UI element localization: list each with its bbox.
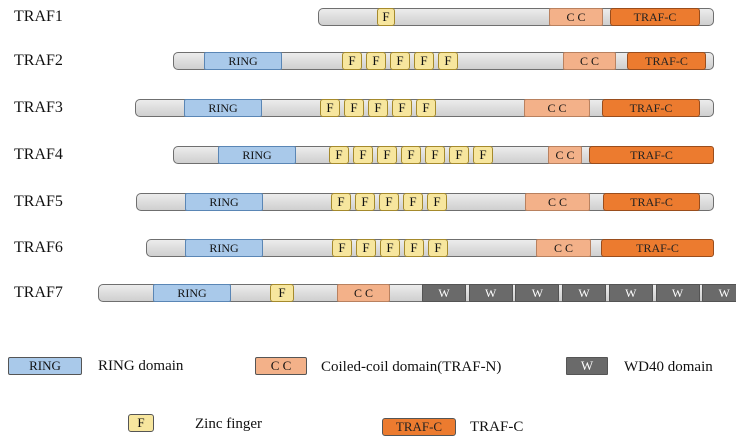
legend-ring-label: RING domain: [98, 358, 184, 374]
zinc-finger-domain: F: [342, 52, 362, 70]
row-label-traf4: TRAF4: [14, 146, 63, 163]
ring-domain: RING: [204, 52, 282, 70]
ring-domain: RING: [185, 239, 263, 257]
wd40-repeat: W: [655, 284, 700, 302]
legend-wd40-label: WD40 domain: [624, 359, 713, 375]
zinc-finger-domain: F: [377, 8, 395, 26]
zinc-finger-domain: F: [331, 193, 351, 211]
coiled-coil-domain: C C: [337, 284, 390, 302]
legend-traf-c-swatch: TRAF-C: [382, 418, 456, 436]
zinc-finger-domain: F: [270, 284, 294, 302]
row-label-traf6: TRAF6: [14, 239, 63, 256]
traf-c-domain: TRAF-C: [610, 8, 700, 26]
zinc-finger-domain: F: [425, 146, 445, 164]
zinc-finger-domain: F: [404, 239, 424, 257]
zinc-finger-domain: F: [392, 99, 412, 117]
zinc-finger-domain: F: [332, 239, 352, 257]
zinc-finger-domain: F: [438, 52, 458, 70]
zinc-finger-domain: F: [368, 99, 388, 117]
wd40-repeat: W: [515, 284, 560, 302]
zinc-finger-domain: F: [414, 52, 434, 70]
traf-c-domain: TRAF-C: [602, 99, 700, 117]
zinc-finger-domain: F: [377, 146, 397, 164]
wd40-repeat: W: [562, 284, 607, 302]
zinc-finger-domain: F: [427, 193, 447, 211]
zinc-finger-domain: F: [320, 99, 340, 117]
zinc-finger-domain: F: [355, 193, 375, 211]
legend-zinc-finger-swatch: F: [128, 414, 154, 432]
ring-domain: RING: [218, 146, 296, 164]
coiled-coil-domain: C C: [525, 193, 590, 211]
zinc-finger-domain: F: [380, 239, 400, 257]
traf-c-domain: TRAF-C: [627, 52, 706, 70]
row-label-traf1: TRAF1: [14, 8, 63, 25]
legend-cc-label: Coiled-coil domain(TRAF-N): [321, 359, 502, 375]
traf-c-domain: TRAF-C: [601, 239, 714, 257]
zinc-finger-domain: F: [428, 239, 448, 257]
zinc-finger-domain: F: [449, 146, 469, 164]
zinc-finger-domain: F: [401, 146, 421, 164]
legend-cc-swatch: C C: [255, 357, 307, 375]
zinc-finger-domain: F: [353, 146, 373, 164]
row-label-traf7: TRAF7: [14, 284, 63, 301]
zinc-finger-domain: F: [329, 146, 349, 164]
coiled-coil-domain: C C: [536, 239, 591, 257]
ring-domain: RING: [185, 193, 263, 211]
zinc-finger-domain: F: [356, 239, 376, 257]
ring-domain: RING: [184, 99, 262, 117]
zinc-finger-domain: F: [416, 99, 436, 117]
wd40-repeat: W: [468, 284, 513, 302]
wd40-repeat: W: [702, 284, 736, 302]
zinc-finger-domain: F: [366, 52, 386, 70]
row-label-traf5: TRAF5: [14, 193, 63, 210]
legend-ring-swatch: RING: [8, 357, 82, 375]
zinc-finger-domain: F: [403, 193, 423, 211]
wd40-repeat: W: [422, 284, 466, 302]
legend-zinc-finger-label: Zinc finger: [195, 416, 263, 432]
zinc-finger-domain: F: [379, 193, 399, 211]
traf-c-domain: TRAF-C: [589, 146, 714, 164]
ring-domain: RING: [153, 284, 231, 302]
coiled-coil-domain: C C: [563, 52, 616, 70]
row-label-traf3: TRAF3: [14, 99, 63, 116]
wd40-repeat: W: [608, 284, 653, 302]
coiled-coil-domain: C C: [548, 146, 582, 164]
traf-c-domain: TRAF-C: [603, 193, 700, 211]
legend-traf-c-label: TRAF-C: [470, 419, 524, 435]
zinc-finger-domain: F: [344, 99, 364, 117]
zinc-finger-domain: F: [390, 52, 410, 70]
zinc-finger-domain: F: [473, 146, 493, 164]
legend-wd40-swatch: W: [566, 357, 608, 375]
row-label-traf2: TRAF2: [14, 52, 63, 69]
coiled-coil-domain: C C: [549, 8, 603, 26]
coiled-coil-domain: C C: [524, 99, 590, 117]
